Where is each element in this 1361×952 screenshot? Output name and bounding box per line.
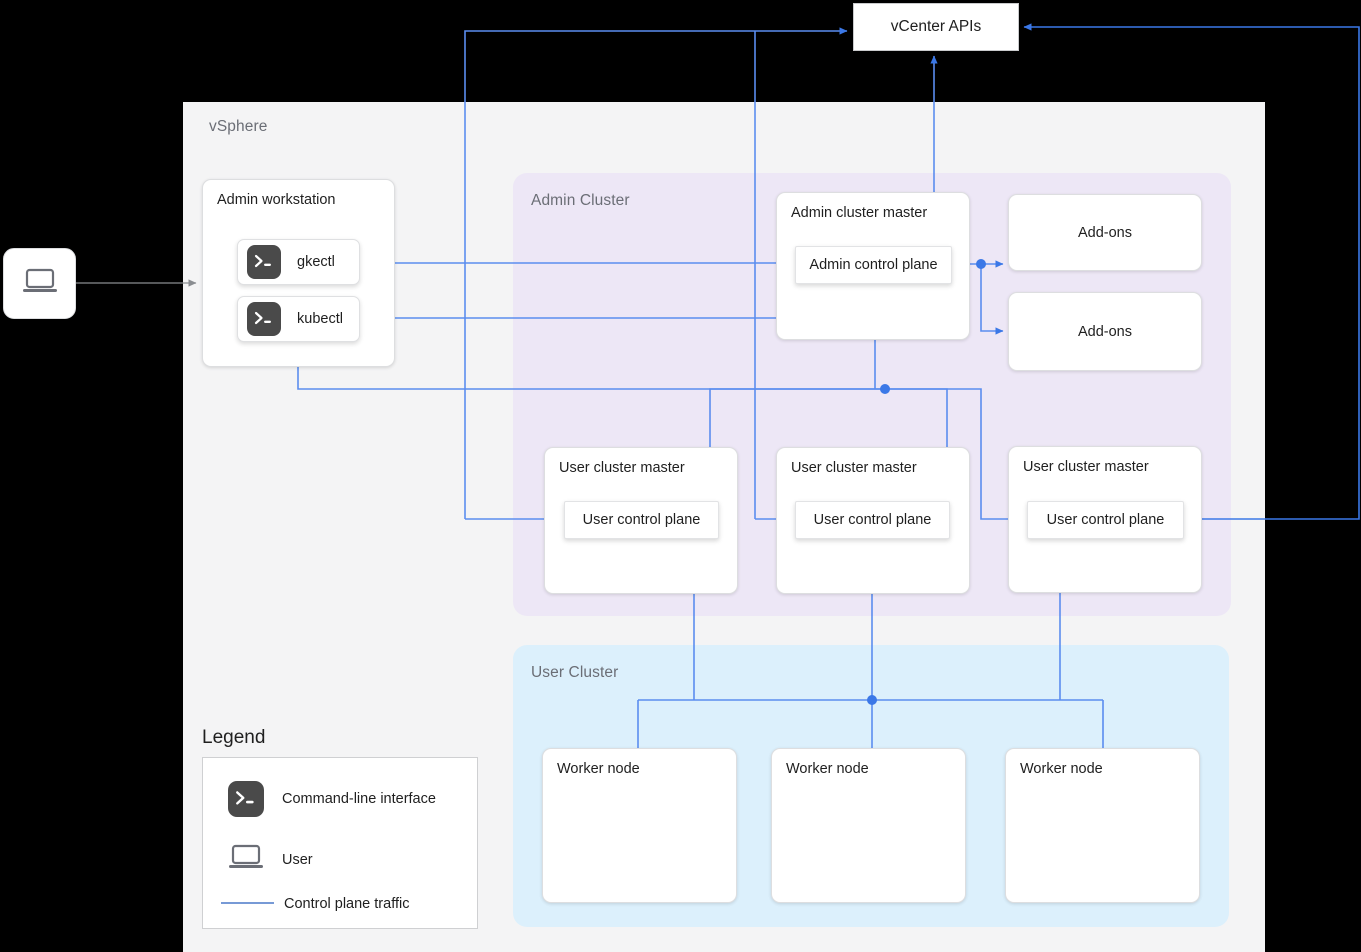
terminal-icon — [247, 245, 281, 279]
worker-node-title-3: Worker node — [1020, 761, 1103, 777]
legend-item-control-plane-traffic: Control plane traffic — [221, 895, 409, 913]
legend-label-cli: Command-line interface — [282, 791, 436, 807]
laptop-icon — [228, 843, 264, 876]
user-control-plane-box-1[interactable]: User control plane — [564, 501, 719, 539]
cli-label-kubectl: kubectl — [297, 311, 343, 327]
vcenter-apis-label: vCenter APIs — [890, 18, 982, 35]
worker-node-title-2: Worker node — [786, 761, 869, 777]
addons-card-1[interactable]: Add-ons — [1008, 194, 1202, 271]
user-control-plane-box-3[interactable]: User control plane — [1027, 501, 1184, 539]
legend-title: Legend — [202, 727, 266, 748]
vsphere-label: vSphere — [209, 118, 268, 135]
line-swatch-icon — [221, 895, 274, 913]
worker-node-card-1[interactable]: Worker node — [542, 748, 737, 903]
legend-item-user: User — [228, 843, 313, 876]
user-cluster-label: User Cluster — [531, 664, 619, 681]
terminal-icon — [247, 302, 281, 336]
admin-control-plane-box[interactable]: Admin control plane — [795, 246, 952, 284]
legend-label-control-plane-traffic: Control plane traffic — [284, 896, 410, 912]
cli-label-gkectl: gkectl — [297, 254, 335, 270]
user-control-plane-box-2[interactable]: User control plane — [795, 501, 950, 539]
vcenter-apis-box[interactable]: vCenter APIs — [853, 3, 1019, 51]
user-control-plane-label-3: User control plane — [1046, 512, 1165, 528]
user-cluster-master-title-1: User cluster master — [559, 460, 685, 476]
addons-label-2: Add-ons — [1077, 323, 1132, 340]
worker-node-card-3[interactable]: Worker node — [1005, 748, 1200, 903]
user-laptop-card[interactable] — [3, 248, 76, 319]
terminal-icon — [228, 781, 264, 817]
user-control-plane-label-2: User control plane — [813, 512, 932, 528]
legend-label-user: User — [282, 851, 313, 868]
user-cluster-master-title-2: User cluster master — [791, 460, 917, 476]
laptop-icon — [22, 267, 58, 300]
admin-cluster-master-title: Admin cluster master — [791, 205, 928, 221]
worker-node-card-2[interactable]: Worker node — [771, 748, 966, 903]
admin-cluster-label: Admin Cluster — [531, 192, 630, 209]
legend-item-cli: Command-line interface — [228, 781, 436, 817]
admin-workstation-title: Admin workstation — [217, 192, 336, 208]
worker-node-title-1: Worker node — [557, 761, 640, 777]
user-cluster-master-title-3: User cluster master — [1023, 459, 1149, 475]
admin-control-plane-label: Admin control plane — [809, 257, 938, 273]
addons-label-1: Add-ons — [1077, 224, 1132, 241]
addons-card-2[interactable]: Add-ons — [1008, 292, 1202, 371]
cli-chip-kubectl[interactable]: kubectl — [237, 296, 360, 342]
user-control-plane-label-1: User control plane — [582, 512, 701, 528]
cli-chip-gkectl[interactable]: gkectl — [237, 239, 360, 285]
